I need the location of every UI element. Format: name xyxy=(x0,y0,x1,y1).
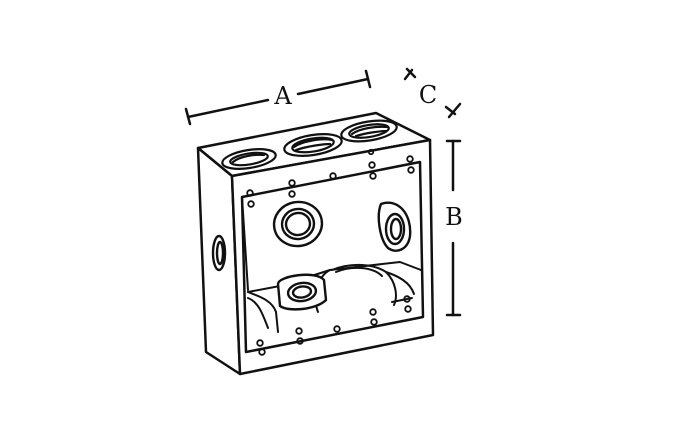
top-hub-right xyxy=(340,119,398,143)
dimension-c xyxy=(403,67,462,119)
right-wall-hub xyxy=(377,201,412,252)
dimension-a-label: A xyxy=(273,82,292,110)
back-hub xyxy=(272,200,324,248)
dimension-c-label: C xyxy=(419,81,437,109)
frame-screw-holes-top xyxy=(246,148,415,208)
box-interior xyxy=(241,196,422,333)
top-hub-center xyxy=(283,133,343,157)
dimension-a xyxy=(184,69,372,126)
dimension-b xyxy=(445,139,462,317)
floor-hub xyxy=(276,273,328,311)
frame-screw-holes-bottom xyxy=(256,295,412,356)
dimension-b-label: B xyxy=(445,203,463,231)
top-hub-left xyxy=(221,148,277,170)
left-side-hub xyxy=(211,234,227,272)
